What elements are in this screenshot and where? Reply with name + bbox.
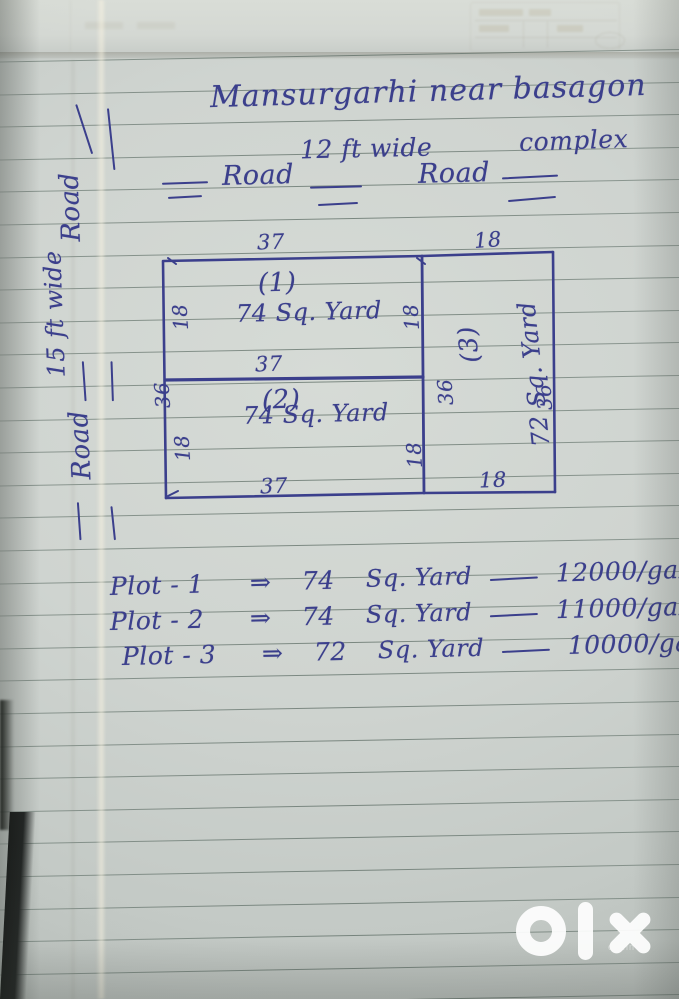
price-row-arrow-icon: ⇒ [249,567,272,598]
paper-crease-shadow [70,60,76,999]
dim-bottom-left: 37 [259,473,289,499]
boundary-right [551,250,557,494]
price-row-area-unit: Sq. Yard [365,598,473,629]
dim-middle: 37 [254,351,284,377]
price-row-plot-label: Plot - 2 [109,604,205,636]
plot-2-area: 74 Sq. Yard [242,398,390,430]
photo-shadow-right [633,0,679,999]
plot-1-area: 74 Sq. Yard [235,296,383,328]
olx-watermark-sub: olx.in [608,942,636,952]
divider-vertical [420,254,426,495]
olx-watermark: olx.in [516,900,660,962]
photo-shadow-left [0,0,40,999]
olx-letter-l [578,902,593,960]
dim-middle-lower: 18 [401,440,428,470]
dim-top-right: 18 [473,227,503,253]
price-row-area-unit: Sq. Yard [365,561,473,593]
price-row-area-value: 72 [313,636,348,667]
olx-letter-o [516,906,566,956]
price-row-plot-label: Plot - 3 [121,639,217,671]
paper-crease [96,0,106,999]
photo-shadow-bottom [0,939,679,999]
paper-top-band [0,0,679,58]
dim-left-lower: 18 [169,433,196,463]
price-row-area-value: 74 [301,565,336,596]
dim-middle-upper: 18 [398,302,425,332]
plot-1-number: (1) [257,267,297,299]
dim-left-total: 36 [149,380,176,410]
price-row-arrow-icon: ⇒ [249,603,272,633]
dim-left-upper: 18 [167,302,194,332]
price-row-area-value: 74 [301,601,336,632]
plot-3-number: (3) [452,324,485,365]
dim-bottom-right: 18 [478,467,508,493]
boundary-top [162,250,555,263]
price-row-arrow-icon: ⇒ [261,638,284,668]
boundary-bottom [164,490,557,500]
notebook-binding-shadow [0,700,14,830]
price-row-plot-label: Plot - 1 [109,569,205,601]
dim-middle-total: 36 [432,377,459,407]
price-row-area-unit: Sq. Yard [377,633,485,665]
divider-horizontal [163,375,425,382]
dim-top-left: 37 [256,229,286,255]
